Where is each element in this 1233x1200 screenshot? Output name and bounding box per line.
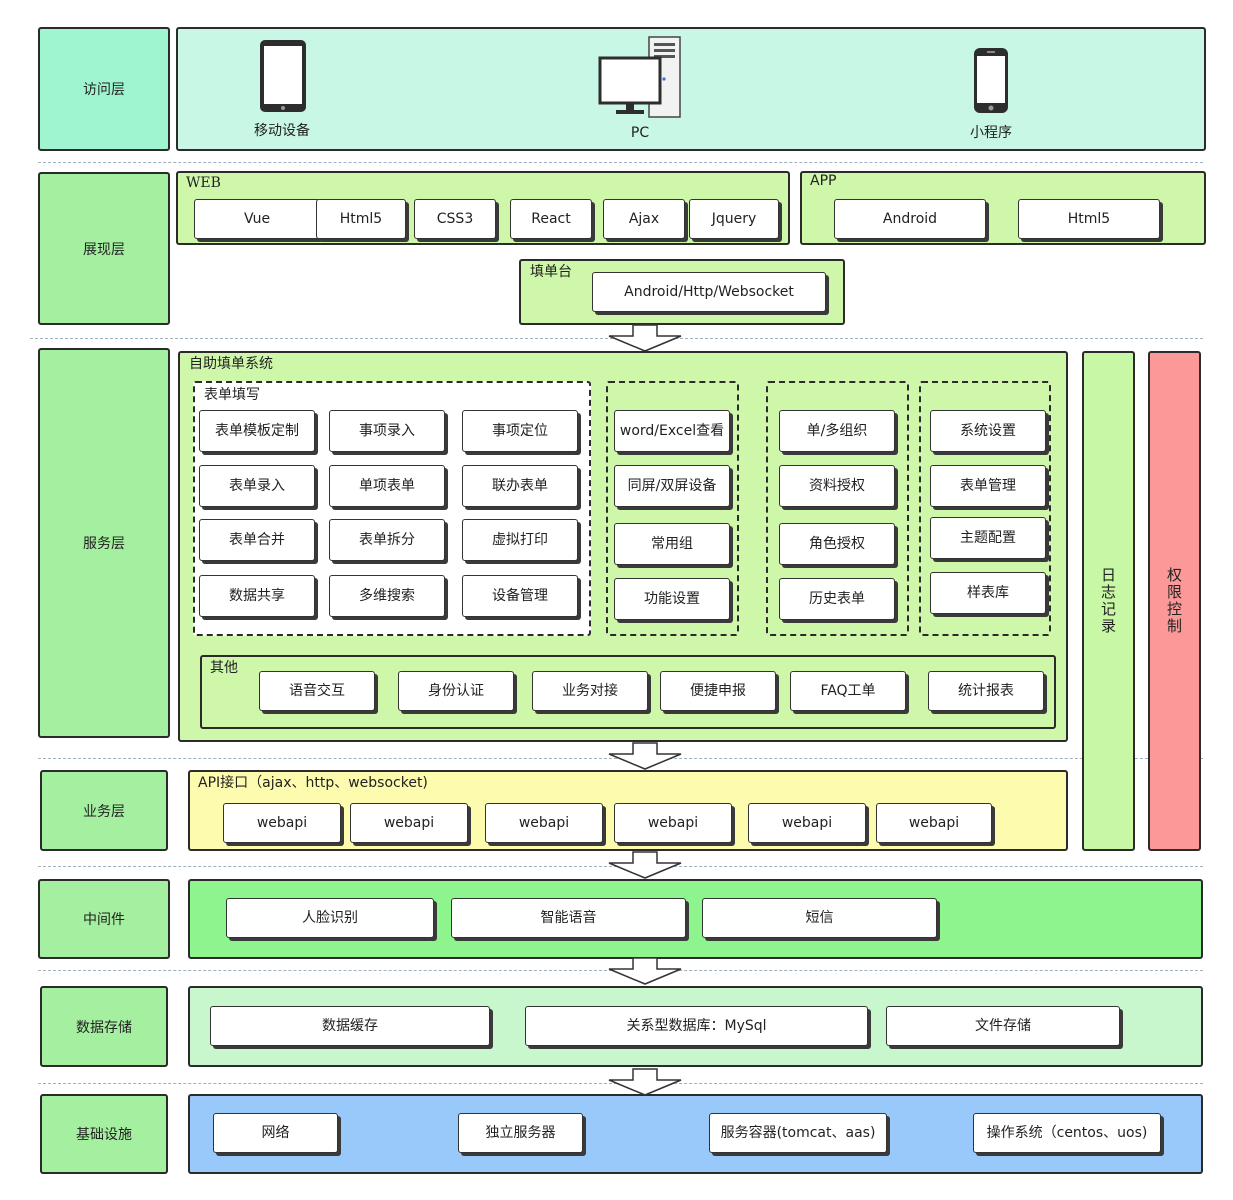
service-group-3-item: 单/多组织 [779,410,895,452]
other-panel [200,655,1056,729]
pc-icon [598,36,684,118]
storage-item: 数据缓存 [210,1006,490,1046]
form-desk-title: 填单台 [530,264,572,280]
form-fill-item: 单项表单 [329,465,445,507]
layer-label-middleware: 中间件 [38,879,170,959]
api-title: API接口（ajax、http、websocket) [198,775,428,791]
app-title: APP [810,173,837,189]
layer-label-access: 访问层 [38,27,170,151]
api-item: webapi [223,803,341,843]
layer-label-infra: 基础设施 [40,1094,168,1174]
service-group-3-item: 角色授权 [779,523,895,565]
down-arrow-icon [608,851,682,879]
log-char: 志 [1100,583,1116,601]
form-fill-title: 表单填写 [204,387,260,403]
other-item: FAQ工单 [790,671,906,711]
form-fill-item: 多维搜索 [329,575,445,617]
service-group-2-item: 常用组 [614,523,730,565]
middleware-item: 智能语音 [451,898,686,938]
service-title: 自助填单系统 [189,356,273,372]
web-item-css3: CSS3 [414,199,496,239]
api-item: webapi [748,803,866,843]
service-group-4 [919,381,1051,636]
device-label-mobile: 移动设备 [254,123,310,139]
form-fill-item: 联办表单 [462,465,578,507]
down-arrow-icon [608,742,682,770]
log-record-bar: 日 志 记 录 [1082,351,1135,851]
device-label-pc: PC [630,125,650,141]
other-item: 身份认证 [398,671,514,711]
form-fill-item: 事项录入 [329,410,445,452]
form-fill-item: 设备管理 [462,575,578,617]
infra-item: 独立服务器 [458,1113,583,1153]
separator [38,162,1203,163]
service-group-3-item: 历史表单 [779,578,895,620]
infra-item: 网络 [213,1113,338,1153]
log-char: 录 [1100,617,1116,635]
device-label-miniprogram: 小程序 [970,125,1012,141]
perm-char: 权 [1166,566,1182,584]
middleware-item: 短信 [702,898,937,938]
service-group-2-item: 同屏/双屏设备 [614,465,730,507]
log-char: 记 [1100,600,1116,618]
service-group-4-item: 样表库 [930,572,1046,614]
layer-label-business: 业务层 [40,770,168,851]
form-fill-item: 虚拟打印 [462,519,578,561]
other-item: 语音交互 [259,671,375,711]
permission-control-bar: 权 限 控 制 [1148,351,1201,851]
service-group-2 [606,381,739,636]
layer-label-presentation: 展现层 [38,172,170,325]
layer-label-service: 服务层 [38,348,170,738]
perm-char: 限 [1166,583,1182,601]
api-item: webapi [614,803,732,843]
tablet-icon [259,39,307,113]
layer-label-storage: 数据存储 [40,986,168,1067]
other-title: 其他 [210,660,238,676]
middleware-item: 人脸识别 [226,898,434,938]
form-fill-item: 表单模板定制 [199,410,315,452]
form-fill-item: 数据共享 [199,575,315,617]
service-group-3-item: 资料授权 [779,465,895,507]
storage-item: 关系型数据库：MySql [525,1006,868,1046]
api-item: webapi [876,803,992,843]
web-item-react: React [510,199,592,239]
web-item-jquery: Jquery [689,199,779,239]
down-arrow-icon [608,1068,682,1096]
other-item: 统计报表 [928,671,1044,711]
web-item-vue: Vue [194,199,320,239]
web-item-html5: Html5 [316,199,406,239]
perm-char: 控 [1166,600,1182,618]
log-char: 日 [1100,566,1116,584]
down-arrow-icon [608,324,682,352]
api-item: webapi [485,803,603,843]
app-item-html5: Html5 [1018,199,1160,239]
web-title: WEB [186,175,221,191]
other-item: 便捷申报 [660,671,776,711]
form-desk-item: Android/Http/Websocket [592,272,826,312]
app-item-android: Android [834,199,986,239]
infra-item: 服务容器(tomcat、aas) [709,1113,887,1153]
access-panel [176,27,1206,151]
service-group-4-item: 系统设置 [930,410,1046,452]
storage-item: 文件存储 [886,1006,1120,1046]
other-item: 业务对接 [532,671,648,711]
form-fill-item: 表单拆分 [329,519,445,561]
api-item: webapi [350,803,468,843]
form-fill-item: 表单录入 [199,465,315,507]
down-arrow-icon [608,957,682,985]
web-item-ajax: Ajax [603,199,685,239]
service-group-3 [766,381,909,636]
service-group-2-item: word/Excel查看 [614,410,730,452]
service-group-4-item: 主题配置 [930,517,1046,559]
service-group-2-item: 功能设置 [614,578,730,620]
form-fill-item: 表单合并 [199,519,315,561]
form-fill-item: 事项定位 [462,410,578,452]
infra-item: 操作系统（centos、uos) [973,1113,1161,1153]
perm-char: 制 [1166,617,1182,635]
phone-icon [973,47,1009,114]
service-group-4-item: 表单管理 [930,465,1046,507]
